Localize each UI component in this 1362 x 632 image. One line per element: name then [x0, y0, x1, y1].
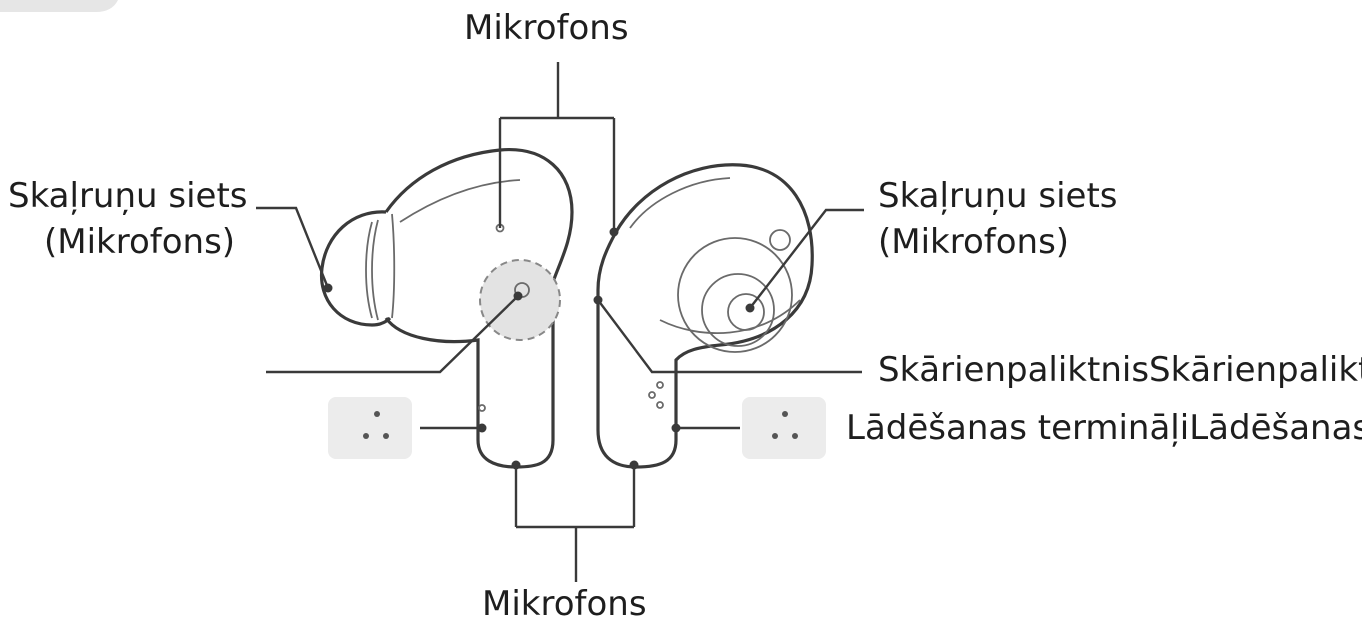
left-charging-pad — [328, 397, 412, 459]
left-touchpad-leader — [266, 291, 523, 374]
bottom-mic-leader — [511, 460, 639, 582]
corner-tab — [0, 0, 118, 12]
top-mic-leader — [498, 62, 619, 237]
charging-terminals-label: Lādēšanas termināļiLādēšanas termināļi — [846, 408, 1362, 448]
left-ear-tip — [319, 210, 392, 327]
bottom-microphone-label: Mikrofons — [482, 584, 647, 624]
right-charging-leader — [671, 423, 740, 433]
right-speaker-label-line2: (Mikrofons) — [878, 222, 1070, 262]
right-touchpad-leader — [593, 295, 862, 374]
touchpad-label: SkārienpaliktnisSkārienpaliktnis — [878, 350, 1362, 390]
left-speaker-label-line1: Skaļruņu siets — [8, 176, 248, 216]
right-speaker-leader — [745, 208, 864, 313]
top-microphone-label: Mikrofons — [464, 8, 629, 48]
left-earbud-body — [384, 148, 574, 469]
left-speaker-leader — [256, 206, 333, 293]
left-speaker-label-line2: (Mikrofons) — [44, 222, 236, 262]
left-charging-leader — [420, 423, 487, 433]
right-earbud — [596, 163, 814, 469]
right-earbud-body — [596, 163, 814, 469]
right-speaker-label-line1: Skaļruņu siets — [878, 176, 1118, 216]
right-charging-pad — [742, 397, 826, 459]
